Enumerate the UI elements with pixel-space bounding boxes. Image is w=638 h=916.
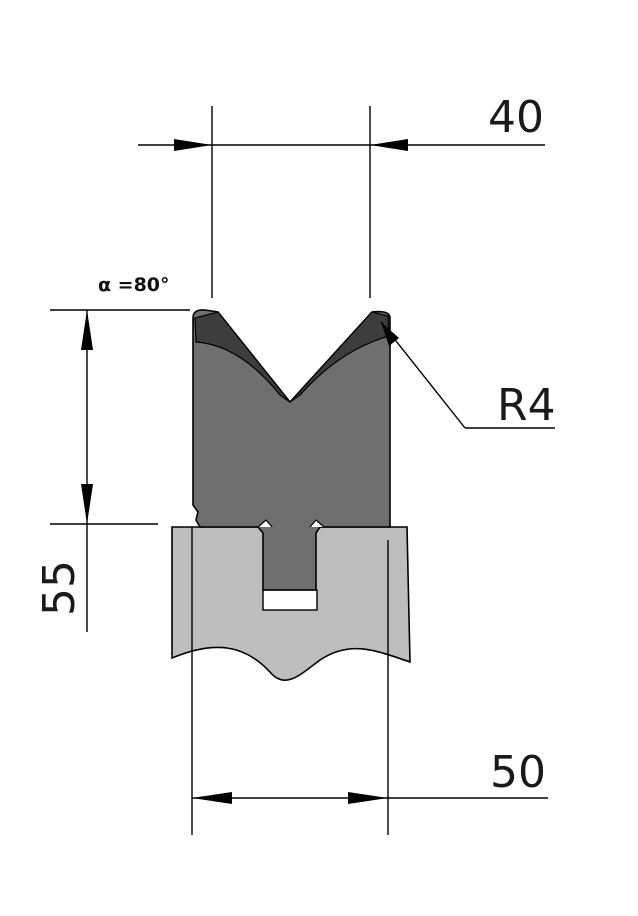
holder-slot-opening [262,589,318,611]
bottom-arrow-left [192,792,232,804]
bottom-arrow-right [348,792,388,804]
top-arrow-right [370,139,408,151]
right-notch [309,519,325,528]
top-width-label: 40 [488,92,544,143]
die-body [192,309,391,591]
radius-arrow [381,322,399,346]
height-arrow-top [81,310,93,350]
die-left-chamfer [194,311,291,403]
radius-label: R4 [497,380,556,431]
height-label: 55 [34,560,85,616]
angle-label: α =80° [98,274,170,296]
bottom-width-label: 50 [490,747,546,798]
left-notch [257,519,273,528]
height-arrow-bottom [81,484,93,524]
top-arrow-left [174,139,212,151]
